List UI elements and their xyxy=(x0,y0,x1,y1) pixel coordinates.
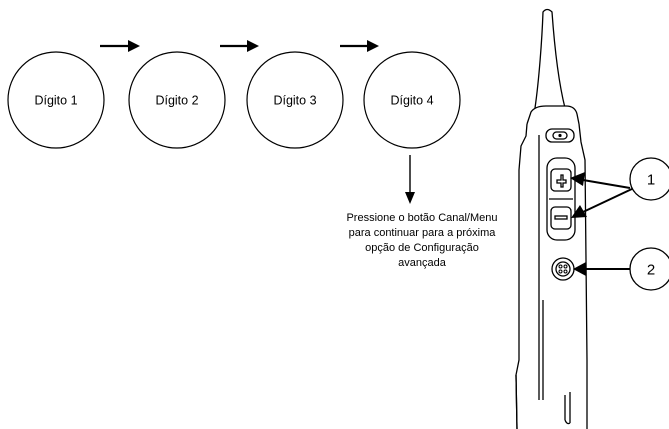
menu-grid-icon xyxy=(558,264,568,274)
instruction-text: Pressione o botão Canal/Menu para contin… xyxy=(346,212,497,269)
digit-3-label: Dígito 3 xyxy=(273,94,316,108)
digit-2-node: Dígito 2 xyxy=(128,51,226,149)
instruction-line-3: opção de Configuração xyxy=(365,242,479,254)
plus-icon xyxy=(556,174,567,188)
instruction-line-4: avançada xyxy=(398,257,447,269)
continue-down-arrow xyxy=(405,155,415,204)
digit-2-label: Dígito 2 xyxy=(155,94,198,108)
callout-1: 1 xyxy=(570,157,669,218)
radio-side-view xyxy=(515,8,588,429)
instruction-line-2: para continuar para a próxima xyxy=(349,227,497,239)
minus-icon xyxy=(554,215,568,220)
sequence-arrow-1-2 xyxy=(100,40,140,52)
callout-1-number: 1 xyxy=(647,172,655,189)
instruction-line-1: Pressione o botão Canal/Menu xyxy=(346,212,497,224)
radio-antenna xyxy=(534,8,566,109)
callout-2: 2 xyxy=(573,247,669,291)
callout-2-number: 2 xyxy=(647,262,655,279)
radio-top-cap xyxy=(526,105,580,125)
digit-4-node: Dígito 4 xyxy=(363,51,461,149)
digit-4-label: Dígito 4 xyxy=(390,94,433,108)
digit-1-node: Dígito 1 xyxy=(7,51,105,149)
sequence-arrow-2-3 xyxy=(220,40,259,52)
digit-3-node: Dígito 3 xyxy=(246,51,344,149)
digit-1-label: Dígito 1 xyxy=(34,94,77,108)
sequence-arrow-3-4 xyxy=(340,40,379,52)
